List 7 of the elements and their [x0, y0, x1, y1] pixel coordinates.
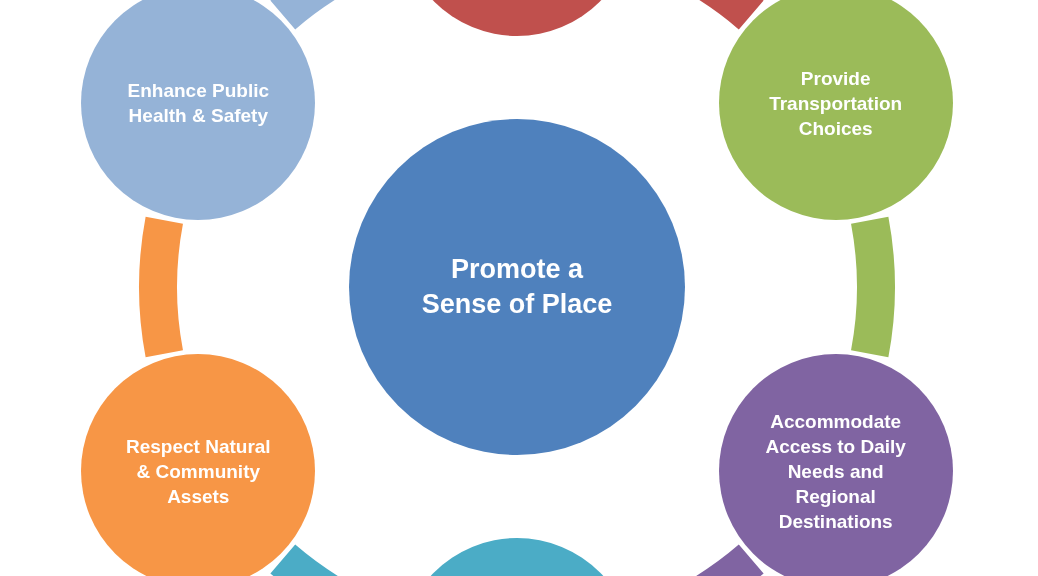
connector-arc [850, 217, 895, 357]
node-label: Enhance Public Health & Safety [126, 79, 271, 128]
connector-arc [139, 217, 184, 357]
node-label: Respect Natural & Community Assets [124, 434, 272, 509]
node-label: Promote a Sense of Place [420, 253, 614, 321]
node-label: Accommodate Access to Daily Needs and Regional Destinations [764, 409, 907, 534]
node-label: Provide Transportation Choices [768, 66, 904, 141]
